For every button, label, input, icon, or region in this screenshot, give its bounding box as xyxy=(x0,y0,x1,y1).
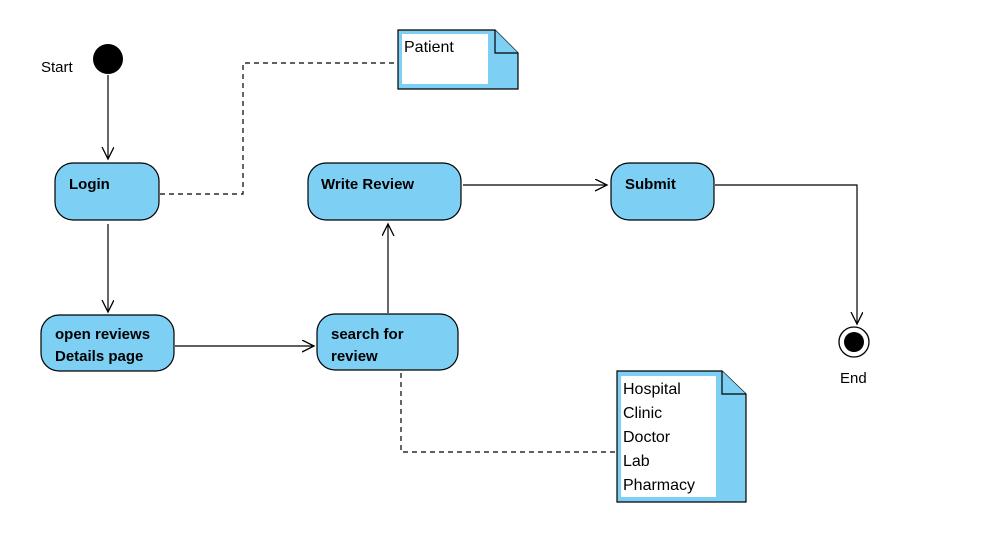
activity-login: Login xyxy=(54,162,160,221)
note-target-item: Clinic xyxy=(623,405,662,422)
activity-write-review-label: Write Review xyxy=(321,176,414,193)
activity-open-reviews-label-line2: Details page xyxy=(55,348,143,365)
note-connector-patient xyxy=(160,62,398,195)
activity-write-review: Write Review xyxy=(307,162,462,221)
activity-open-reviews: open reviews Details page xyxy=(40,314,175,372)
note-patient-text: Patient xyxy=(404,39,454,56)
note-target-item: Doctor xyxy=(623,429,671,446)
activity-search-label-line1: search for xyxy=(331,326,404,343)
start-label: Start xyxy=(41,59,74,76)
activity-search-label-line2: review xyxy=(331,348,378,365)
start-node xyxy=(93,44,123,74)
activity-login-label: Login xyxy=(69,176,110,193)
activity-open-reviews-label-line1: open reviews xyxy=(55,326,150,343)
note-patient: Patient xyxy=(397,29,519,90)
activity-search-for-review: search for review xyxy=(316,313,459,371)
note-target-item: Pharmacy xyxy=(623,477,695,494)
end-label: End xyxy=(840,370,867,387)
activity-submit: Submit xyxy=(610,162,715,221)
flow-submit-to-end xyxy=(715,184,857,324)
note-review-targets: Hospital Clinic Doctor Lab Pharmacy xyxy=(616,370,747,503)
note-target-item: Hospital xyxy=(623,381,681,398)
note-connector-targets xyxy=(400,373,617,453)
activity-submit-label: Submit xyxy=(625,176,676,193)
end-node xyxy=(838,326,870,358)
note-target-item: Lab xyxy=(623,453,650,470)
